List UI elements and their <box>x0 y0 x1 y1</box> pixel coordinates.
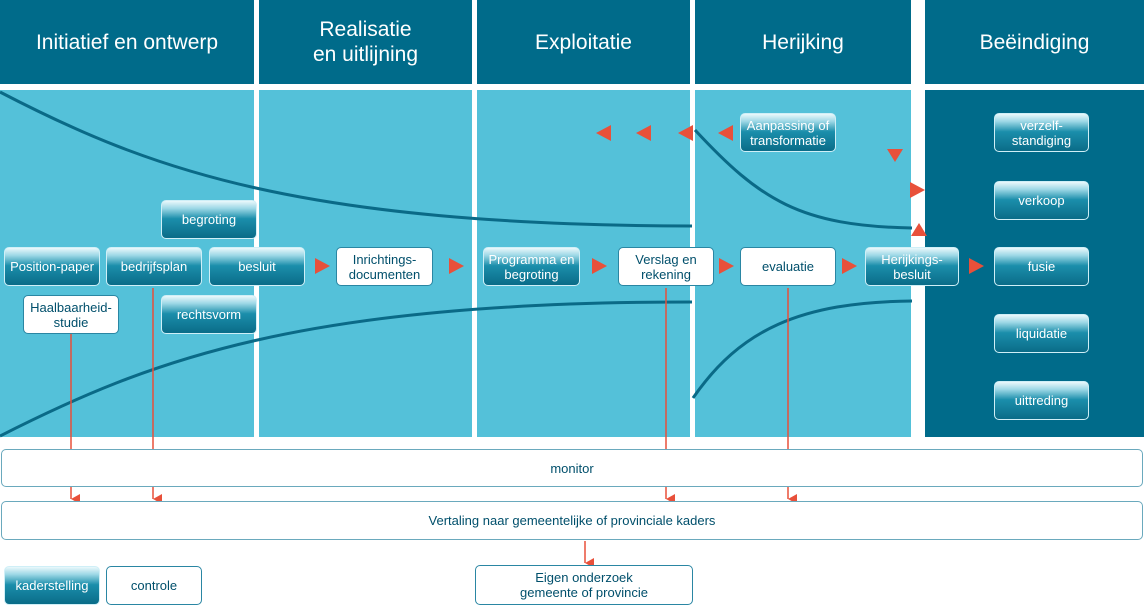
eigen-onderzoek-box: Eigen onderzoek gemeente of provincie <box>475 565 693 605</box>
box-label: bedrijfsplan <box>120 259 188 274</box>
box-label: rechtsvorm <box>176 307 242 322</box>
phase-header-realisatie: Realisatie en uitlijning <box>259 0 472 84</box>
phase-header-initiatief: Initiatief en ontwerp <box>0 0 254 84</box>
box-label: verkoop <box>1018 193 1065 208</box>
phase-header-exploitatie: Exploitatie <box>477 0 690 84</box>
box-label: evaluatie <box>761 259 815 274</box>
phase-label: Initiatief en ontwerp <box>35 30 219 54</box>
legend-label: kaderstelling <box>15 578 89 593</box>
box-label: Aanpassing of transformatie <box>746 117 830 148</box>
vertaling-bar: Vertaling naar gemeentelijke of provinci… <box>1 501 1143 540</box>
end-option-verzelfstandiging: verzelf- standiging <box>994 113 1089 152</box>
end-option-uittreding: uittreding <box>994 381 1089 420</box>
phase-label: Exploitatie <box>535 30 632 54</box>
box-label: uittreding <box>1014 393 1069 408</box>
phase-label: Realisatie en uitlijning <box>312 18 419 66</box>
evaluatie-box: evaluatie <box>740 247 836 286</box>
box-label: begroting <box>181 212 237 227</box>
box-label: fusie <box>1027 259 1056 274</box>
box-label: Inrichtings- documenten <box>348 251 421 282</box>
rechtsvorm-box: rechtsvorm <box>161 295 257 334</box>
aanpassing-transformatie-box: Aanpassing of transformatie <box>740 113 836 152</box>
box-label: Programma en begroting <box>488 251 575 282</box>
phase-label: Beëindiging <box>979 30 1090 54</box>
legend-kaderstelling: kaderstelling <box>4 566 100 605</box>
position-paper-box: Position-paper <box>4 247 100 286</box>
verslag-rekening-box: Verslag en rekening <box>618 247 714 286</box>
begroting-box: begroting <box>161 200 257 239</box>
monitor-bar: monitor <box>1 449 1143 487</box>
phase-header-herijking: Herijking <box>695 0 911 84</box>
box-label: Herijkings- besluit <box>881 251 943 282</box>
end-option-fusie: fusie <box>994 247 1089 286</box>
phase-label: Herijking <box>762 30 844 54</box>
box-label: besluit <box>238 259 276 274</box>
programma-begroting-box: Programma en begroting <box>483 247 580 286</box>
herijkingsbesluit-box: Herijkings- besluit <box>865 247 959 286</box>
box-label: verzelf- standiging <box>1011 117 1072 148</box>
transform-arrow <box>910 182 925 198</box>
box-label: Eigen onderzoek gemeente of provincie <box>520 570 648 600</box>
legend-controle: controle <box>106 566 202 605</box>
monitor-label: monitor <box>550 460 594 476</box>
vertaling-label: Vertaling naar gemeentelijke of provinci… <box>428 513 716 528</box>
bedrijfsplan-box: bedrijfsplan <box>106 247 202 286</box>
box-label: Verslag en rekening <box>635 251 697 282</box>
phase-header-beeindiging: Beëindiging <box>925 0 1144 84</box>
besluit-box: besluit <box>209 247 305 286</box>
box-label: liquidatie <box>1015 326 1068 341</box>
box-label: Position-paper <box>10 259 94 274</box>
end-option-liquidatie: liquidatie <box>994 314 1089 353</box>
inrichtingsdocumenten-box: Inrichtings- documenten <box>336 247 433 286</box>
haalbaarheidstudie-box: Haalbaarheid- studie <box>23 295 119 334</box>
box-label: Haalbaarheid- studie <box>30 299 112 330</box>
legend-label: controle <box>130 578 178 593</box>
end-option-verkoop: verkoop <box>994 181 1089 220</box>
